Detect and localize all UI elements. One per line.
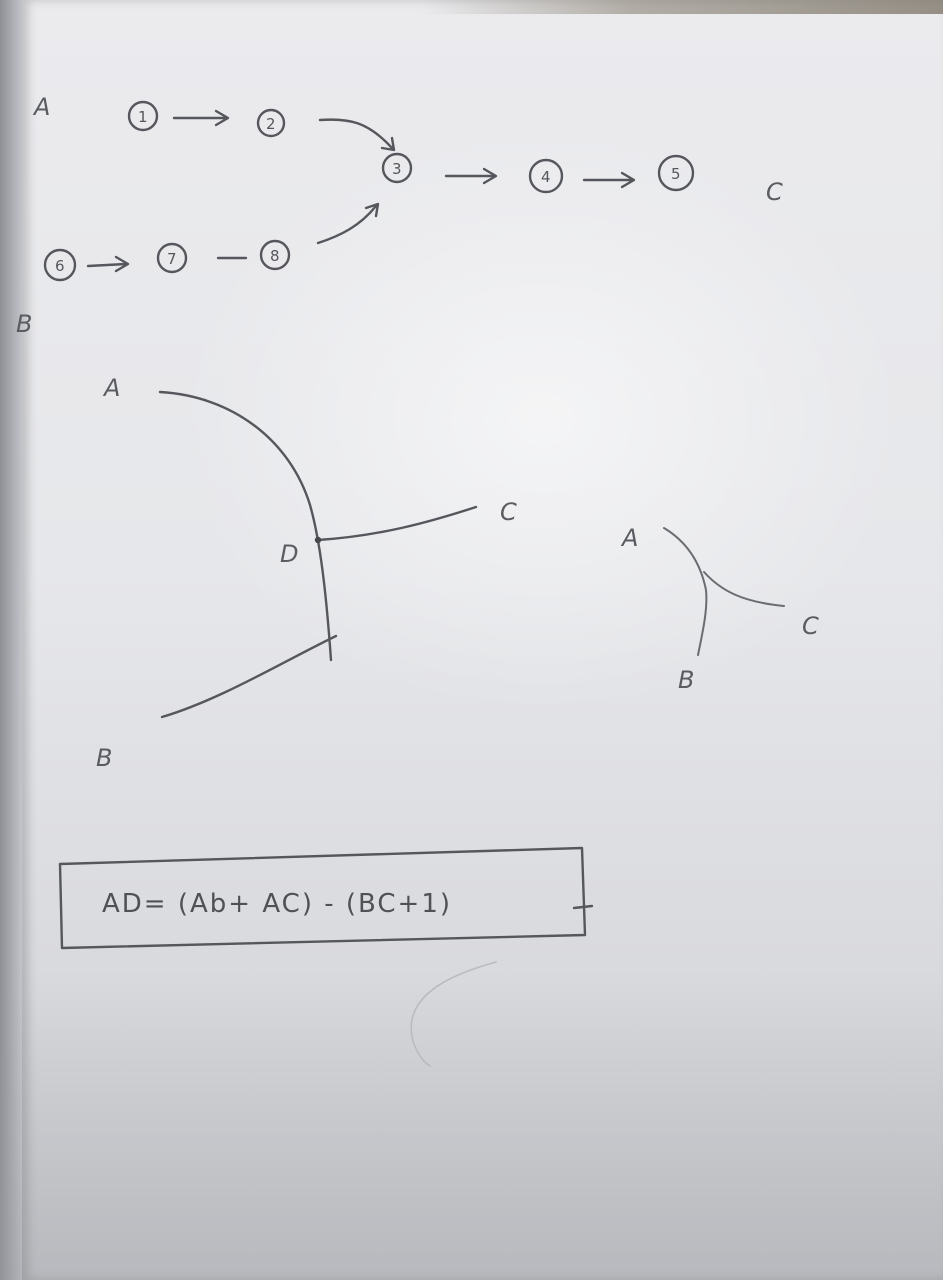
flow-node-4: 4 [528, 158, 564, 194]
flow-diagram: A B C 1 2 3 4 [16, 93, 783, 338]
formula-box-border [58, 846, 587, 950]
flow-node-6: 6 [43, 248, 77, 282]
formula-box: AD= (Ab+ AC) - (BC+1) [58, 846, 594, 950]
flow-node-1: 1 [127, 100, 159, 132]
node-7-label: 7 [167, 250, 177, 268]
flow-label-c: C [766, 178, 783, 206]
node-3-label: 3 [392, 160, 402, 178]
arrow-8-3 [316, 202, 380, 245]
arrow-1-2 [172, 109, 230, 127]
branch-b [160, 634, 338, 719]
flow-node-5: 5 [657, 154, 695, 192]
small-label-b: B [678, 666, 694, 694]
curve-a-to-bottom [158, 390, 333, 662]
node-5-label: 5 [671, 165, 681, 183]
node-8-label: 8 [270, 247, 280, 265]
tree-label-c: C [500, 498, 517, 526]
flow-node-8: 8 [259, 239, 291, 271]
small-tree-sketch: A B C [620, 524, 819, 694]
small-label-c: C [802, 612, 819, 640]
small-label-a: A [620, 524, 638, 552]
formula-text: AD= (Ab+ AC) - (BC+1) [102, 889, 452, 919]
branch-d-to-c [316, 505, 478, 542]
flow-label-b: B [16, 310, 32, 338]
node-2-label: 2 [266, 115, 276, 133]
node-4-label: 4 [541, 168, 551, 186]
faint-mark [410, 961, 497, 1067]
flow-node-7: 7 [156, 242, 188, 274]
desk-edge [420, 0, 943, 14]
arrow-2-3 [318, 118, 396, 152]
page-shadow [0, 980, 943, 1280]
flow-node-3: 3 [381, 152, 413, 184]
junction-dot [314, 536, 322, 544]
flow-node-2: 2 [256, 108, 286, 138]
tree-label-a: A [102, 374, 120, 402]
small-curve-main [663, 527, 708, 656]
node-6-label: 6 [55, 257, 65, 275]
arrow-6-7 [86, 255, 130, 273]
tree-label-d: D [280, 540, 298, 568]
node-1-label: 1 [138, 108, 148, 126]
tree-label-b: B [96, 744, 112, 772]
small-branch-c [703, 571, 785, 607]
arrow-4-5 [582, 171, 636, 189]
formula-box-tick [572, 904, 594, 910]
flow-label-a: A [32, 93, 50, 121]
arrow-3-4 [444, 167, 498, 185]
paper-sheet [22, 0, 943, 1280]
large-tree-sketch: A B C D [96, 374, 517, 772]
